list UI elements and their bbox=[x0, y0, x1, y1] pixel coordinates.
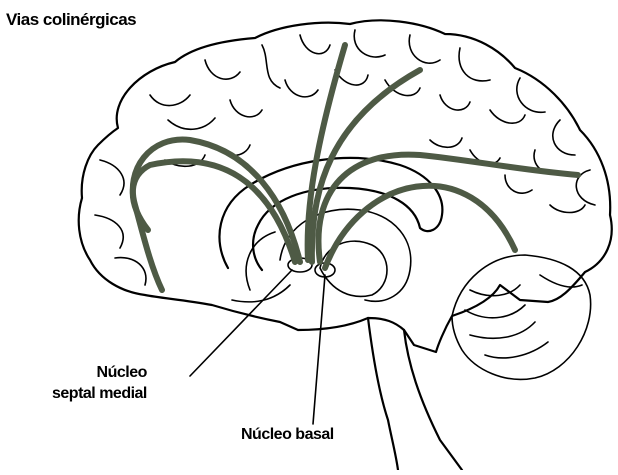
septal-nucleus-label: Núcleo septal medial bbox=[52, 362, 147, 404]
basal-nucleus-label: Núcleo basal bbox=[241, 426, 334, 444]
septal-leader-line bbox=[190, 270, 292, 376]
cerebellum-folia bbox=[465, 275, 582, 358]
septal-label-line1: Núcleo bbox=[52, 362, 147, 383]
septal-label-line2: septal medial bbox=[52, 383, 147, 404]
cortex-outline bbox=[79, 20, 612, 352]
cholinergic-pathway bbox=[318, 155, 578, 262]
cerebellum-outline bbox=[452, 255, 591, 379]
diagram-title: Vias colinérgicas bbox=[6, 10, 136, 30]
cholinergic-pathway bbox=[133, 161, 295, 262]
brainstem-outline bbox=[368, 318, 462, 470]
basal-leader-line bbox=[313, 275, 325, 424]
